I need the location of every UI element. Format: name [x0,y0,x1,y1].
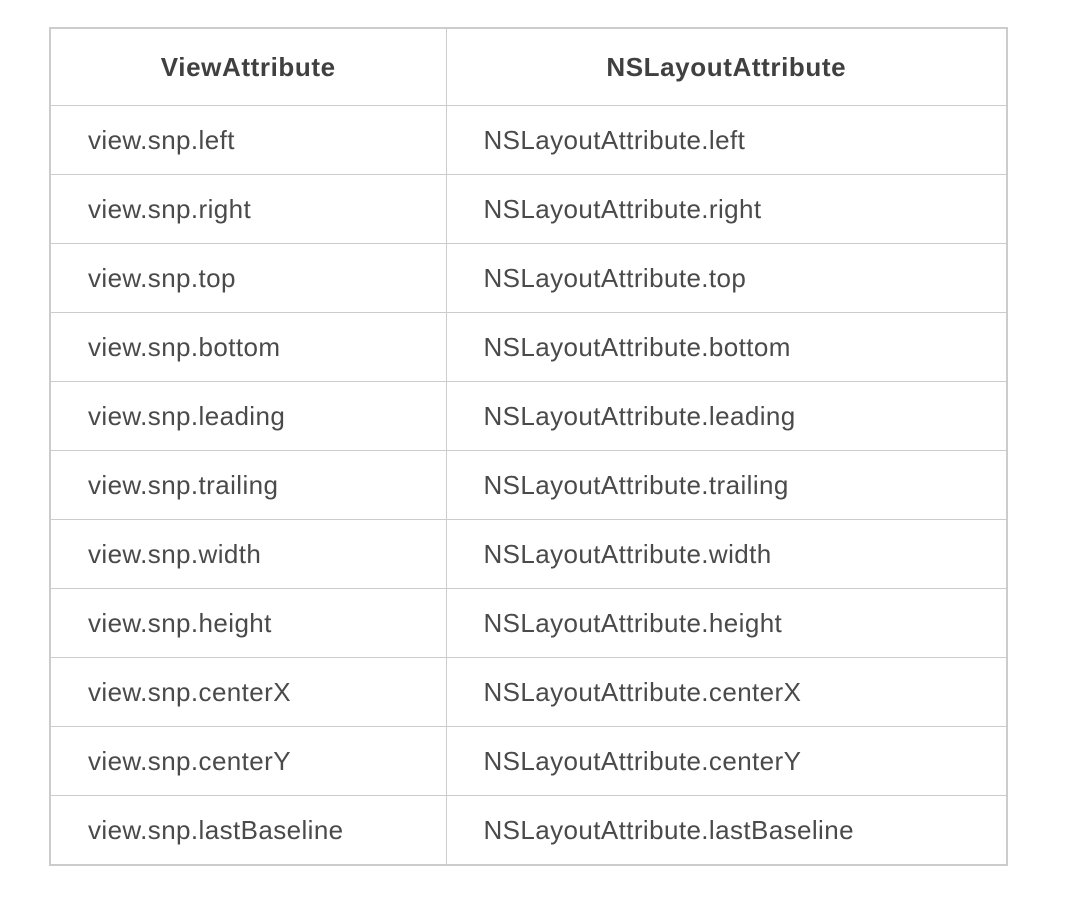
table-cell-view-attribute: view.snp.right [49,174,447,244]
table-cell-view-attribute: view.snp.centerY [49,726,447,796]
table-cell-nslayout-attribute: NSLayoutAttribute.centerX [445,657,1008,727]
table-row: view.snp.left NSLayoutAttribute.left [49,105,1008,175]
table-cell-view-attribute: view.snp.height [49,588,447,658]
table-cell-view-attribute: view.snp.top [49,243,447,313]
table-row: view.snp.centerY NSLayoutAttribute.cente… [49,726,1008,796]
table-cell-nslayout-attribute: NSLayoutAttribute.right [445,174,1008,244]
table-cell-nslayout-attribute: NSLayoutAttribute.bottom [445,312,1008,382]
header-row: ViewAttribute NSLayoutAttribute [49,27,1008,106]
table-row: view.snp.right NSLayoutAttribute.right [49,174,1008,244]
table-cell-view-attribute: view.snp.bottom [49,312,447,382]
column-header-nslayout-attribute: NSLayoutAttribute [445,27,1008,106]
table-cell-view-attribute: view.snp.width [49,519,447,589]
table-cell-nslayout-attribute: NSLayoutAttribute.height [445,588,1008,658]
table-cell-view-attribute: view.snp.centerX [49,657,447,727]
table-row: view.snp.height NSLayoutAttribute.height [49,588,1008,658]
table-row: view.snp.width NSLayoutAttribute.width [49,519,1008,589]
table-row: view.snp.leading NSLayoutAttribute.leadi… [49,381,1008,451]
table-cell-nslayout-attribute: NSLayoutAttribute.width [445,519,1008,589]
table-row: view.snp.trailing NSLayoutAttribute.trai… [49,450,1008,520]
table-cell-nslayout-attribute: NSLayoutAttribute.trailing [445,450,1008,520]
table-row: view.snp.bottom NSLayoutAttribute.bottom [49,312,1008,382]
table-cell-nslayout-attribute: NSLayoutAttribute.top [445,243,1008,313]
table-row: view.snp.top NSLayoutAttribute.top [49,243,1008,313]
attribute-mapping-table: ViewAttribute NSLayoutAttribute view.snp… [49,27,1008,866]
table-cell-view-attribute: view.snp.lastBaseline [49,795,447,866]
table-cell-view-attribute: view.snp.leading [49,381,447,451]
table-cell-view-attribute: view.snp.trailing [49,450,447,520]
table-row: view.snp.lastBaseline NSLayoutAttribute.… [49,795,1008,866]
table-cell-nslayout-attribute: NSLayoutAttribute.left [445,105,1008,175]
table-cell-view-attribute: view.snp.left [49,105,447,175]
table-cell-nslayout-attribute: NSLayoutAttribute.centerY [445,726,1008,796]
table-cell-nslayout-attribute: NSLayoutAttribute.lastBaseline [445,795,1008,866]
column-header-view-attribute: ViewAttribute [49,27,447,106]
table-row: view.snp.centerX NSLayoutAttribute.cente… [49,657,1008,727]
table-cell-nslayout-attribute: NSLayoutAttribute.leading [445,381,1008,451]
